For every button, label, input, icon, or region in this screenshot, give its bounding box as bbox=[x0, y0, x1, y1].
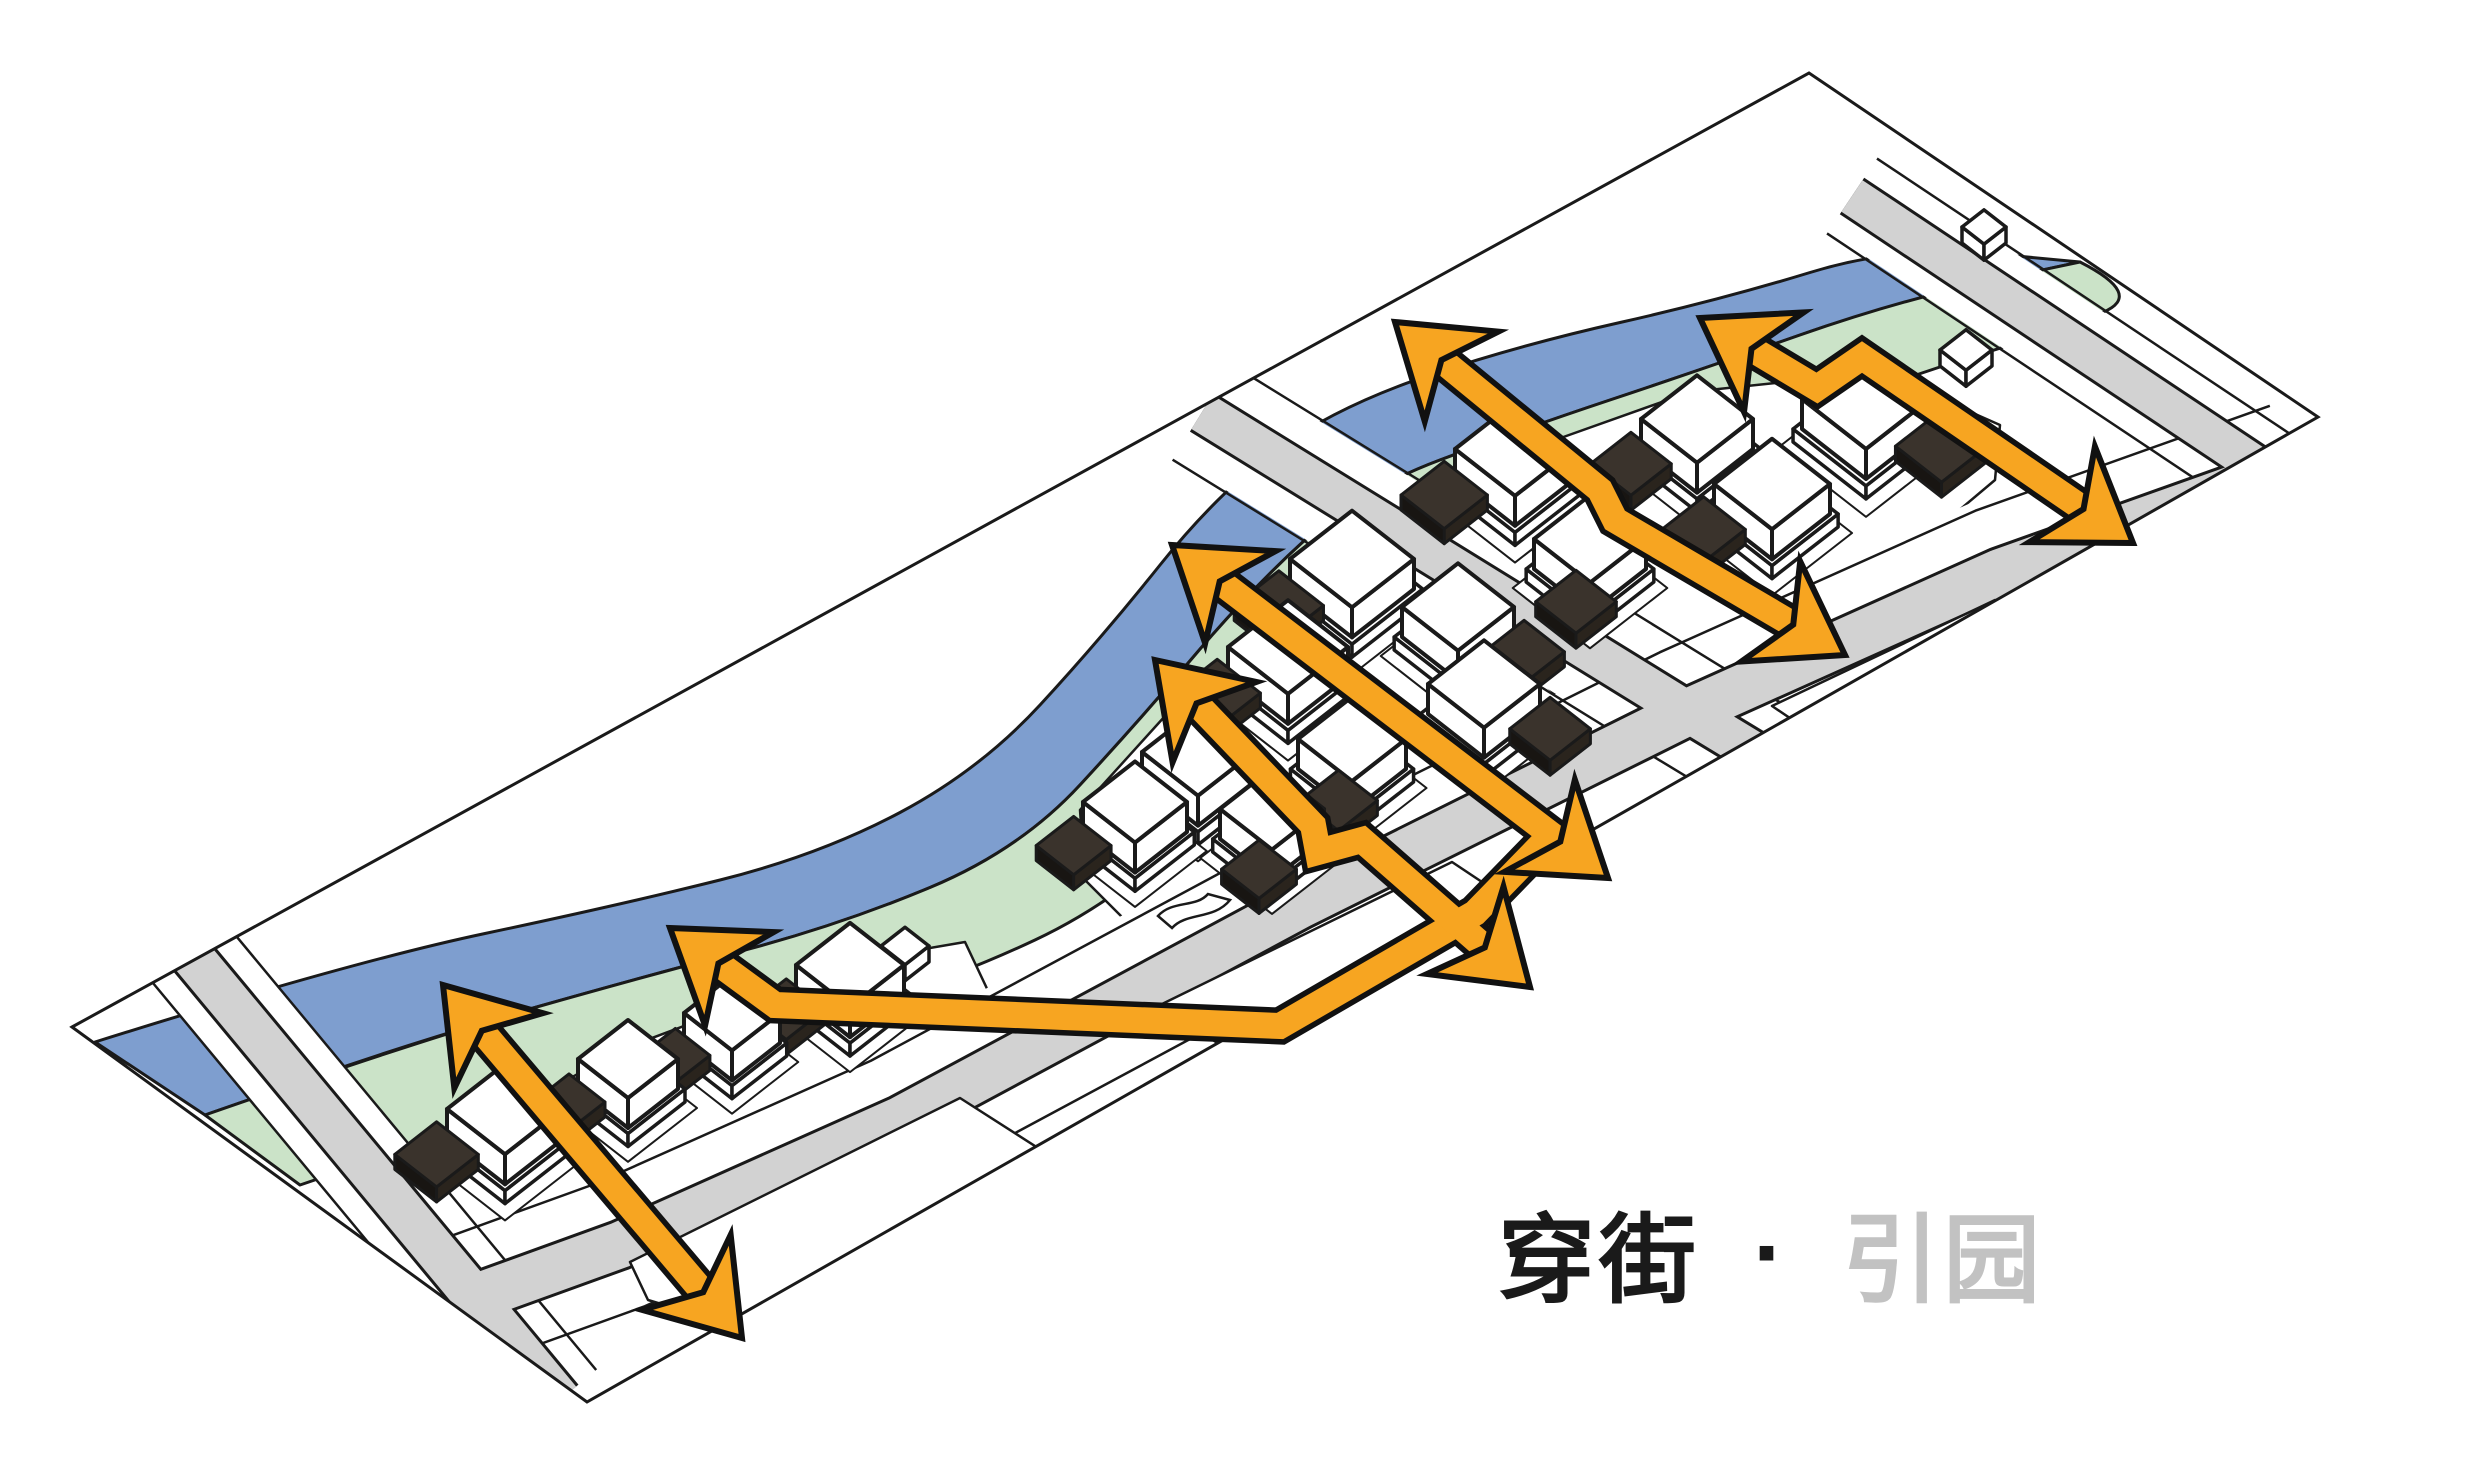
flow-arrows-layer bbox=[439, 308, 2138, 1343]
flow-left-zigzag-shaft bbox=[705, 828, 1558, 1040]
building bbox=[1776, 347, 1990, 518]
flow-middle-long-head-nw bbox=[1167, 541, 1287, 655]
flow-middle-zigzag-shaft bbox=[1182, 690, 1498, 962]
flow-left-straight-head-se bbox=[631, 1224, 746, 1343]
curved-bench bbox=[1156, 892, 1233, 930]
flow-middle-zigzag-head-nw bbox=[1151, 656, 1268, 774]
podium bbox=[1399, 459, 1489, 546]
title-primary: 穿街 bbox=[1498, 1206, 1700, 1315]
podium bbox=[1220, 838, 1298, 915]
flow-middle-long-head-se bbox=[1493, 768, 1613, 882]
diagram-title: 穿街 · 引园 bbox=[1498, 1204, 2044, 1309]
west-crossing-road-carriageway bbox=[168, 934, 577, 1402]
flow-left-zigzag-head-nw bbox=[665, 924, 785, 1037]
small-pavilion bbox=[1960, 208, 2008, 262]
title-secondary: 引园 bbox=[1842, 1206, 2045, 1315]
site-boundary-outline bbox=[69, 71, 2321, 1404]
flow-right-inner-head-nw bbox=[1390, 318, 1510, 433]
podium bbox=[393, 1120, 480, 1204]
landscape-detail-layer bbox=[1156, 892, 1233, 930]
small-pavilion bbox=[1938, 327, 1994, 389]
building bbox=[1276, 694, 1428, 848]
northeast-road-curb bbox=[1876, 157, 2318, 456]
flow-left-straight-shaft bbox=[467, 1017, 718, 1306]
landscape-layer bbox=[93, 157, 2318, 1402]
podium bbox=[1508, 695, 1592, 777]
flow-right-outer-shaft bbox=[1739, 334, 2096, 524]
flow-middle-long-shaft bbox=[1207, 567, 1573, 856]
flow-right-inner-head-se bbox=[1731, 550, 1850, 666]
flow-right-inner-shaft bbox=[1428, 346, 1806, 639]
flow-middle-zigzag-head-se bbox=[1416, 875, 1535, 991]
podium bbox=[1034, 814, 1113, 892]
podium bbox=[1534, 568, 1618, 650]
roads-layer bbox=[147, 157, 2318, 1402]
northeast-road-carriageway bbox=[1841, 180, 2307, 508]
title-separator-dot: · bbox=[1752, 1198, 1790, 1307]
building bbox=[1034, 759, 1208, 908]
main-street-carriageway bbox=[460, 446, 2300, 1322]
flow-right-outer-head-nw bbox=[1695, 308, 1814, 423]
building bbox=[639, 973, 800, 1115]
flow-left-straight-head-nw bbox=[439, 980, 554, 1099]
flow-right-outer-head-se bbox=[2018, 435, 2138, 547]
